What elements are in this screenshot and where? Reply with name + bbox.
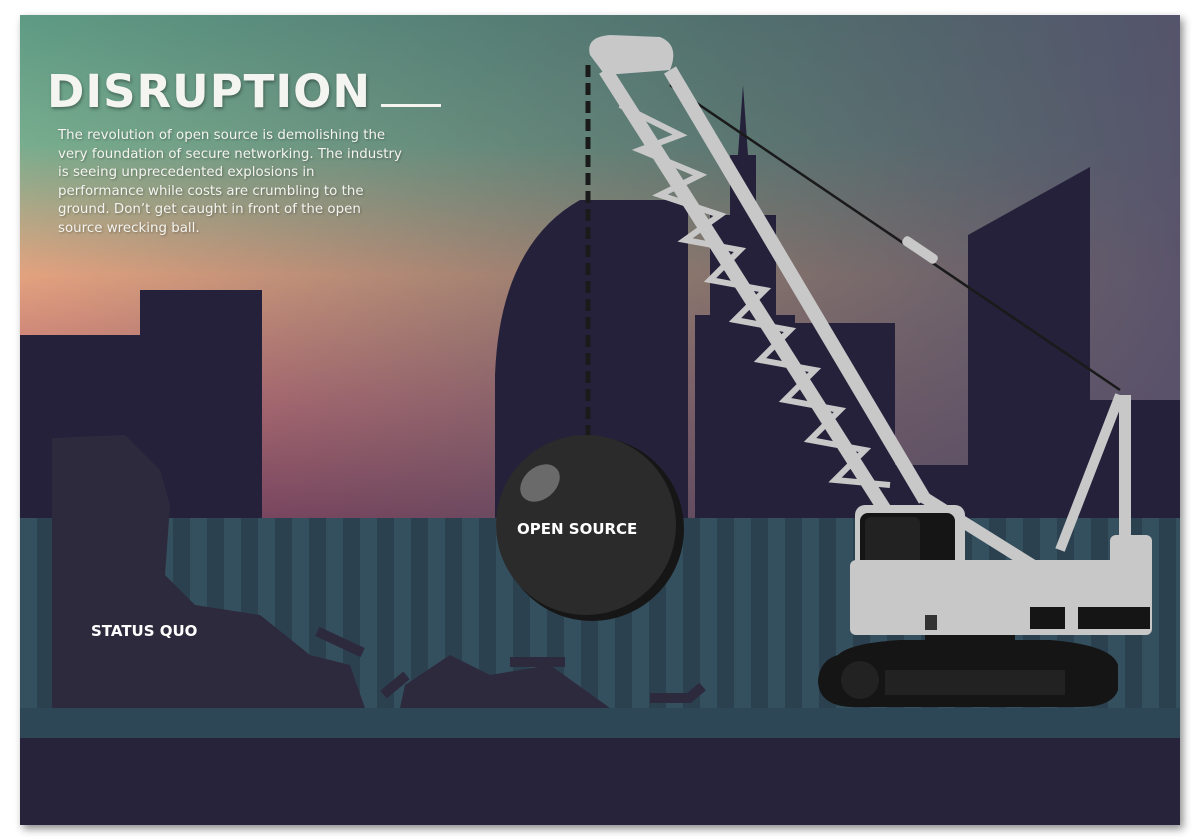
wrecking-ball-label: OPEN SOURCE xyxy=(517,520,638,538)
wrecking-ball xyxy=(496,435,684,621)
ground xyxy=(20,738,1180,825)
boom-tip xyxy=(589,35,674,75)
ground-strip xyxy=(20,708,1180,738)
scene-artwork xyxy=(20,15,1180,825)
disruption-illustration: DISRUPTION The revolution of open source… xyxy=(20,15,1180,825)
rubble-label: STATUS QUO xyxy=(91,622,198,640)
page-title: DISRUPTION xyxy=(47,65,442,118)
title-text: DISRUPTION xyxy=(47,65,372,118)
title-underline xyxy=(381,104,442,107)
rubble-status-quo xyxy=(52,435,706,708)
crane-cable xyxy=(669,83,1121,392)
intro-paragraph: The revolution of open source is demolis… xyxy=(58,128,402,236)
crane-body xyxy=(818,505,1152,707)
